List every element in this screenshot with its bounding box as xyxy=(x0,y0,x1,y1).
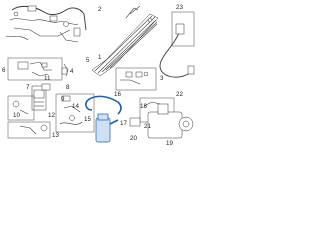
sensor-group-box xyxy=(7,95,35,121)
callout-4: 4 xyxy=(70,68,74,75)
callout-21: 21 xyxy=(144,123,151,130)
pipe-clamp-5[interactable] xyxy=(61,63,69,77)
parts-diagram: 1 2 3 4 5 6 7 8 9 10 11 12 13 14 15 16 1… xyxy=(2,4,195,147)
fitting-parts[interactable] xyxy=(19,124,48,135)
liquid-line-parts[interactable] xyxy=(59,95,83,125)
callout-1: 1 xyxy=(98,54,102,61)
callout-13: 13 xyxy=(52,132,59,139)
sensor-parts[interactable] xyxy=(12,100,29,115)
ac-compressor[interactable] xyxy=(129,101,194,139)
fitting-group-box xyxy=(7,121,51,139)
bracket-group-box xyxy=(7,57,63,81)
receiver-drier[interactable] xyxy=(85,95,122,143)
bracket-parts[interactable] xyxy=(17,61,52,77)
callout-10: 10 xyxy=(13,112,20,119)
valve-parts[interactable] xyxy=(120,71,149,85)
callout-14: 14 xyxy=(72,103,79,110)
compressor-assembly[interactable] xyxy=(31,83,51,111)
callout-20: 20 xyxy=(130,135,137,142)
line-group-box xyxy=(55,93,95,133)
callout-6: 6 xyxy=(2,67,6,74)
condenser[interactable] xyxy=(91,5,159,77)
upper-right-box xyxy=(171,11,195,47)
upper-hose-assembly[interactable] xyxy=(5,5,87,43)
callout-7: 7 xyxy=(26,84,30,91)
callout-16: 16 xyxy=(114,91,121,98)
callout-23: 23 xyxy=(176,4,183,11)
callout-12: 12 xyxy=(48,112,55,119)
suction-hose[interactable] xyxy=(159,23,195,78)
callout-17: 17 xyxy=(120,120,127,127)
callout-11: 11 xyxy=(44,75,51,82)
callout-19: 19 xyxy=(166,140,173,147)
callout-9: 9 xyxy=(61,96,65,103)
callout-15: 15 xyxy=(84,116,91,123)
callout-5: 5 xyxy=(86,57,90,64)
callout-2: 2 xyxy=(98,6,102,13)
callout-18: 18 xyxy=(140,103,147,110)
callout-3: 3 xyxy=(160,75,164,82)
callout-8: 8 xyxy=(66,84,70,91)
callout-22: 22 xyxy=(176,91,183,98)
valve-group-box xyxy=(115,67,157,91)
